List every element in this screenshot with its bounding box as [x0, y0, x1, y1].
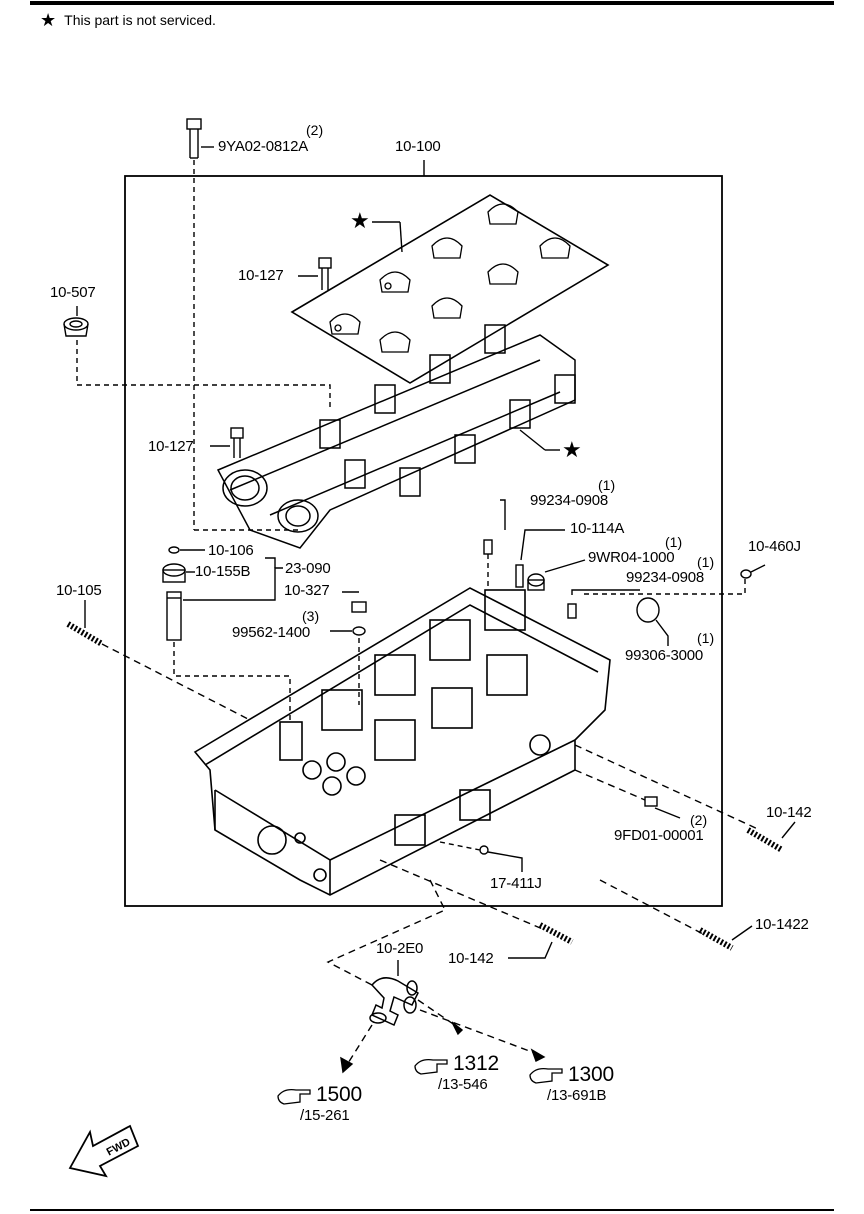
hand-1312-icon [414, 1058, 448, 1075]
label-pin-2: 99234-0908 [626, 569, 705, 586]
hand-1500-icon [277, 1088, 311, 1105]
washer-icon [352, 626, 366, 636]
label-bolt-127-b: 10-127 [148, 438, 194, 455]
top-rule [30, 1, 834, 5]
label-fitting: 10-2E0 [376, 940, 424, 957]
label-washer: 99562-1400 [232, 624, 311, 641]
part-9wr-icon [527, 573, 545, 591]
stud-142-bottom-icon [538, 922, 574, 945]
bolt-127-lower-icon [230, 427, 244, 458]
pin-2-icon [567, 603, 577, 619]
label-part-460j: 10-460J [748, 538, 801, 555]
star-icon: ★ [40, 10, 57, 30]
water-fitting-icon [369, 977, 419, 1027]
bolt-top-icon [186, 118, 214, 159]
label-assembly: 10-100 [395, 138, 441, 155]
bolt-127-upper-icon [318, 257, 332, 290]
part-327-icon [342, 591, 367, 613]
label-stud-1422: 10-1422 [755, 916, 809, 933]
label-part-114a: 10-114A [570, 520, 625, 537]
plug-99306-icon [636, 597, 660, 623]
service-note-text: This part is not serviced. [64, 12, 216, 28]
part-460j-icon [740, 569, 752, 579]
bottom-rule [30, 1209, 834, 1211]
part-155b-icon [162, 563, 186, 583]
label-plug-507: 10-507 [50, 284, 96, 301]
plug-right-qty: (1) [697, 630, 715, 646]
part-23090-icon [166, 591, 182, 641]
stud-142-right-icon [746, 827, 784, 853]
label-pin-1: 99234-0908 [530, 492, 609, 509]
ref-1312[interactable]: 1312 [453, 1052, 499, 1075]
bearing-cap-sheet [290, 194, 610, 384]
pin-1-qty: (1) [598, 477, 616, 493]
label-part-327: 10-327 [284, 582, 330, 599]
label-fd01: 9FD01-00001 [614, 827, 704, 844]
star-b-icon: ★ [562, 437, 582, 462]
cam-carrier [216, 324, 576, 549]
ref-1300[interactable]: 1300 [568, 1063, 614, 1086]
sensor-icon [479, 845, 489, 855]
label-stud-105: 10-105 [56, 582, 102, 599]
label-part-23090: 23-090 [285, 560, 331, 577]
fd01-qty: (2) [690, 812, 708, 828]
pin-1-icon [483, 539, 493, 555]
fwd-text: FWD [105, 1136, 133, 1158]
label-part-155b: 10-155B [195, 563, 251, 580]
stud-105-icon [66, 621, 104, 647]
label-stud-142-right: 10-142 [766, 804, 812, 821]
ref-1300-sub: /13-691B [547, 1087, 607, 1104]
ref-1500-sub: /15-261 [300, 1107, 350, 1124]
label-plug-99306: 99306-3000 [625, 647, 704, 664]
part-fd01-icon [644, 796, 658, 807]
label-sensor: 17-411J [490, 875, 542, 892]
label-stud-142-bottom: 10-142 [448, 950, 494, 967]
bolt-top-qty: (2) [306, 122, 324, 138]
ref-1500[interactable]: 1500 [316, 1083, 362, 1106]
label-part-106: 10-106 [208, 542, 254, 559]
part-114a-icon [515, 564, 524, 588]
stud-1422-icon [698, 927, 734, 951]
star-a-icon: ★ [350, 208, 370, 233]
hand-1300-icon [529, 1067, 563, 1084]
pin-2-qty: (1) [697, 554, 715, 570]
bearing-caps [329, 203, 571, 353]
label-bolt-top: 9YA02-0812A [218, 138, 309, 155]
washer-qty: (3) [302, 608, 320, 624]
label-part-9wr: 9WR04-1000 [588, 549, 675, 566]
part-106-icon [168, 546, 180, 554]
plug-507-icon [63, 317, 89, 337]
label-bolt-127-a: 10-127 [238, 267, 284, 284]
fwd-arrow-icon [68, 1124, 140, 1178]
part-9wr-qty: (1) [665, 534, 683, 550]
ref-1312-sub: /13-546 [438, 1076, 488, 1093]
service-note: ★ This part is not serviced. [40, 10, 216, 30]
